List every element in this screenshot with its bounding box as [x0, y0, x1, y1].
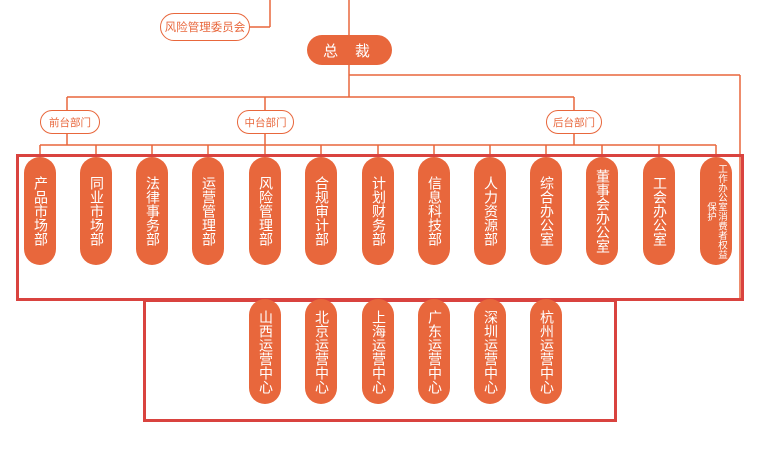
unit-node: 合规审计部	[305, 157, 337, 265]
unit-node: 法律事务部	[136, 157, 168, 265]
dept-middle-node: 中台部门	[237, 110, 294, 134]
center-node: 广东运营中心	[418, 299, 450, 404]
center-node: 北京运营中心	[305, 299, 337, 404]
center-node: 上海运营中心	[362, 299, 394, 404]
center-node: 杭州运营中心	[530, 299, 562, 404]
center-node: 山西运营中心	[249, 299, 281, 404]
unit-node: 产品市场部	[24, 157, 56, 265]
unit-node: 运营管理部	[192, 157, 224, 265]
unit-node: 信息科技部	[418, 157, 450, 265]
unit-node: 计划财务部	[362, 157, 394, 265]
unit-node: 人力资源部	[474, 157, 506, 265]
unit-node: 工作办公室消费者权益保护	[700, 157, 732, 265]
unit-node: 风险管理部	[249, 157, 281, 265]
dept-back-node: 后台部门	[546, 110, 602, 134]
unit-node: 董事会办公室	[586, 157, 618, 265]
ceo-node: 总 裁	[307, 35, 392, 65]
center-node: 深圳运营中心	[474, 299, 506, 404]
unit-node: 工会办公室	[643, 157, 675, 265]
committee-node: 风险管理委员会	[160, 13, 250, 41]
unit-node: 同业市场部	[80, 157, 112, 265]
dept-front-node: 前台部门	[40, 110, 100, 134]
unit-node: 综合办公室	[530, 157, 562, 265]
